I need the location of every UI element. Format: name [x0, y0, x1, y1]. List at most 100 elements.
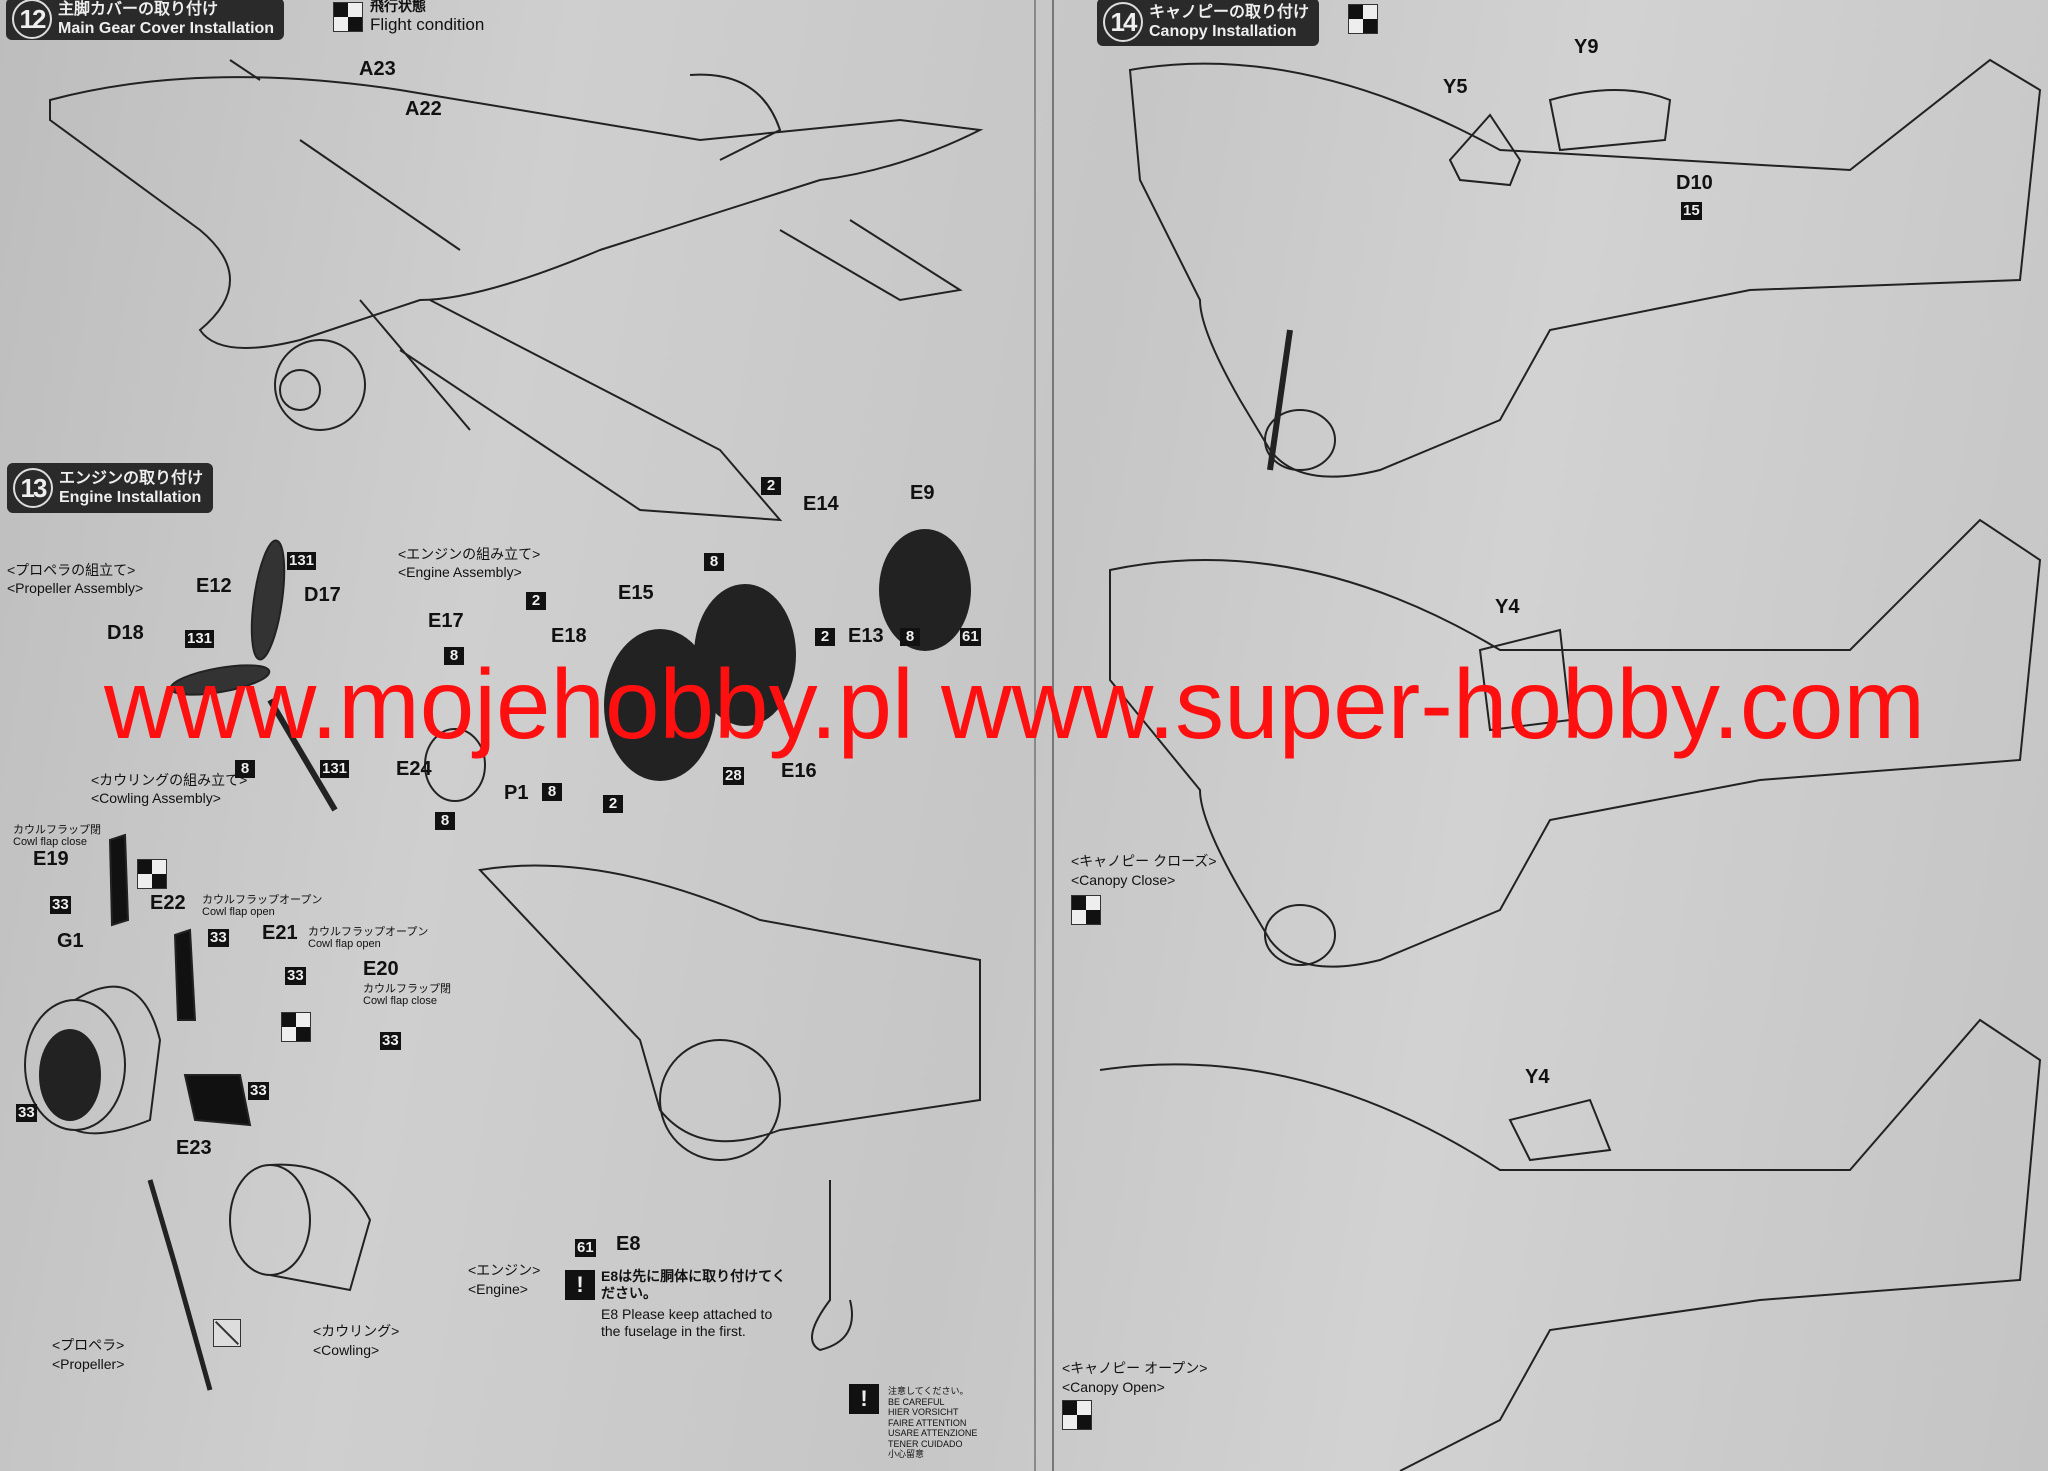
- aircraft-front-drawing: [147, 864, 981, 1391]
- watermark: www.mojehobby.pl www.super-hobby.com: [104, 649, 1926, 759]
- cowl-flap-open-jp: カウルフラップオープン: [308, 926, 429, 938]
- caution-legend-icon: !: [849, 1384, 879, 1414]
- part-label: E24: [396, 758, 432, 780]
- engine-cylinders-drawing: [604, 529, 971, 781]
- engine-assembly-jp: <エンジンの組み立て>: [398, 546, 541, 562]
- paint-code: 15: [1681, 202, 1702, 220]
- paint-code: 131: [185, 630, 215, 648]
- step-title-en: Engine Installation: [59, 489, 202, 506]
- part-label: P1: [504, 782, 529, 804]
- paint-code: 8: [900, 628, 920, 646]
- paint-code: 8: [235, 760, 255, 778]
- paint-code: 131: [287, 552, 317, 570]
- paint-code: 8: [444, 647, 464, 665]
- caution-line: BE CAREFUL: [888, 1396, 945, 1407]
- e8-note-en: E8 Please keep attached to the fuselage …: [601, 1306, 773, 1339]
- caution-line: 小心留意: [888, 1449, 925, 1459]
- cowl-flap-close-jp: カウルフラップ閉: [363, 983, 451, 995]
- paint-code: 8: [704, 553, 724, 571]
- part-label: E13: [848, 625, 884, 647]
- step-title-jp: エンジンの取り付け: [59, 470, 204, 487]
- caution-legend: 注意してください。 BE CAREFUL HIER VORSICHT FAIRE…: [888, 1386, 977, 1460]
- paint-code: 33: [50, 896, 71, 914]
- canopy-close-en: <Canopy Close>: [1071, 872, 1176, 888]
- flight-condition-icon: [333, 2, 363, 32]
- paint-code: 33: [380, 1032, 401, 1050]
- part-label: E8: [616, 1233, 641, 1255]
- caution-line: 注意してください。: [888, 1386, 969, 1396]
- cowling-en: <Cowling>: [313, 1342, 380, 1358]
- paint-code: 2: [815, 628, 835, 646]
- cowl-flap-close-en: Cowl flap close: [13, 836, 87, 848]
- aircraft-canopy-drawing-2: [1109, 518, 2042, 968]
- propeller-jp: <プロペラ>: [52, 1337, 125, 1353]
- cowling-assembly-jp: <カウリングの組み立て>: [91, 772, 248, 788]
- part-label: E15: [618, 582, 654, 604]
- flight-condition-icon: [1071, 895, 1101, 925]
- part-label: E9: [910, 482, 935, 504]
- paint-code: 33: [285, 967, 306, 985]
- part-label: E12: [196, 575, 232, 597]
- engine-jp: <エンジン>: [468, 1262, 541, 1278]
- paint-code: 2: [761, 477, 781, 495]
- canopy-close-jp: <キャノピー クローズ>: [1071, 853, 1217, 869]
- part-label: E21: [262, 922, 298, 944]
- aircraft-underside-drawing: [49, 59, 984, 522]
- caution-line: FAIRE ATTENTION: [888, 1417, 967, 1428]
- canopy-parts-drawing: [1448, 89, 1672, 732]
- paint-code: 33: [248, 1082, 269, 1100]
- step-title-jp: 主脚カバーの取り付け: [58, 1, 219, 18]
- flight-condition-icon: [137, 859, 167, 889]
- part-label: E16: [781, 760, 817, 782]
- part-label: D18: [107, 622, 144, 644]
- caution-line: TENER CUIDADO: [888, 1438, 963, 1449]
- paint-code: 8: [542, 783, 562, 801]
- part-label: E14: [803, 493, 839, 515]
- part-label: G1: [57, 930, 84, 952]
- part-label: D17: [304, 584, 341, 606]
- flight-condition-icon: [1348, 4, 1378, 34]
- step-14-header: 14 キャノピーの取り付け Canopy Installation: [1097, 0, 1320, 46]
- part-label: A23: [359, 58, 396, 80]
- cowl-flap-open-en: Cowl flap open: [202, 906, 275, 918]
- paint-code: 61: [575, 1239, 596, 1257]
- step-title-en: Main Gear Cover Installation: [58, 20, 275, 37]
- step-number: 14: [1103, 2, 1143, 42]
- step-number: 12: [12, 0, 52, 39]
- propeller-assembly-jp: <プロペラの組立て>: [7, 562, 136, 578]
- part-label: E20: [363, 958, 399, 980]
- paint-code: 2: [526, 592, 546, 610]
- part-label: D10: [1676, 172, 1713, 194]
- cowl-flap-close-en: Cowl flap close: [363, 995, 437, 1007]
- propeller-assembly-en: <Propeller Assembly>: [7, 580, 144, 596]
- cowl-flap-drawing: [108, 833, 252, 1127]
- step-12-header: 12 主脚カバーの取り付け Main Gear Cover Installati…: [6, 0, 285, 40]
- canopy-open-en: <Canopy Open>: [1062, 1379, 1165, 1395]
- cowling-jp: <カウリング>: [313, 1323, 400, 1339]
- e8-note-jp: E8は先に胴体に取り付けてください。: [601, 1268, 786, 1301]
- caution-line: HIER VORSICHT: [888, 1407, 959, 1417]
- cowl-flap-close-jp: カウルフラップ閉: [13, 824, 101, 836]
- paint-code: 2: [603, 795, 623, 813]
- paint-code: 61: [960, 628, 981, 646]
- engine-assembly-en: <Engine Assembly>: [398, 564, 522, 580]
- aircraft-canopy-drawing-1: [1128, 58, 2042, 478]
- caution-icon: !: [565, 1270, 595, 1300]
- part-label: E17: [428, 610, 464, 632]
- step-title-jp: キャノピーの取り付け: [1149, 4, 1310, 21]
- part-label: E18: [551, 625, 587, 647]
- paint-code: 8: [435, 812, 455, 830]
- no-glue-icon: [213, 1319, 241, 1347]
- caution-line: USARE ATTENZIONE: [888, 1428, 978, 1438]
- propeller-drawing: [169, 539, 338, 812]
- propeller-en: <Propeller>: [52, 1356, 125, 1372]
- part-label: Y4: [1525, 1066, 1550, 1088]
- step-number: 13: [13, 468, 53, 508]
- part-label: E23: [176, 1137, 212, 1159]
- part-label: Y9: [1574, 36, 1599, 58]
- paint-code: 33: [208, 929, 229, 947]
- flight-condition-icon: [281, 1012, 311, 1042]
- paint-code: 131: [320, 760, 350, 778]
- page-edge: [1052, 0, 1054, 1471]
